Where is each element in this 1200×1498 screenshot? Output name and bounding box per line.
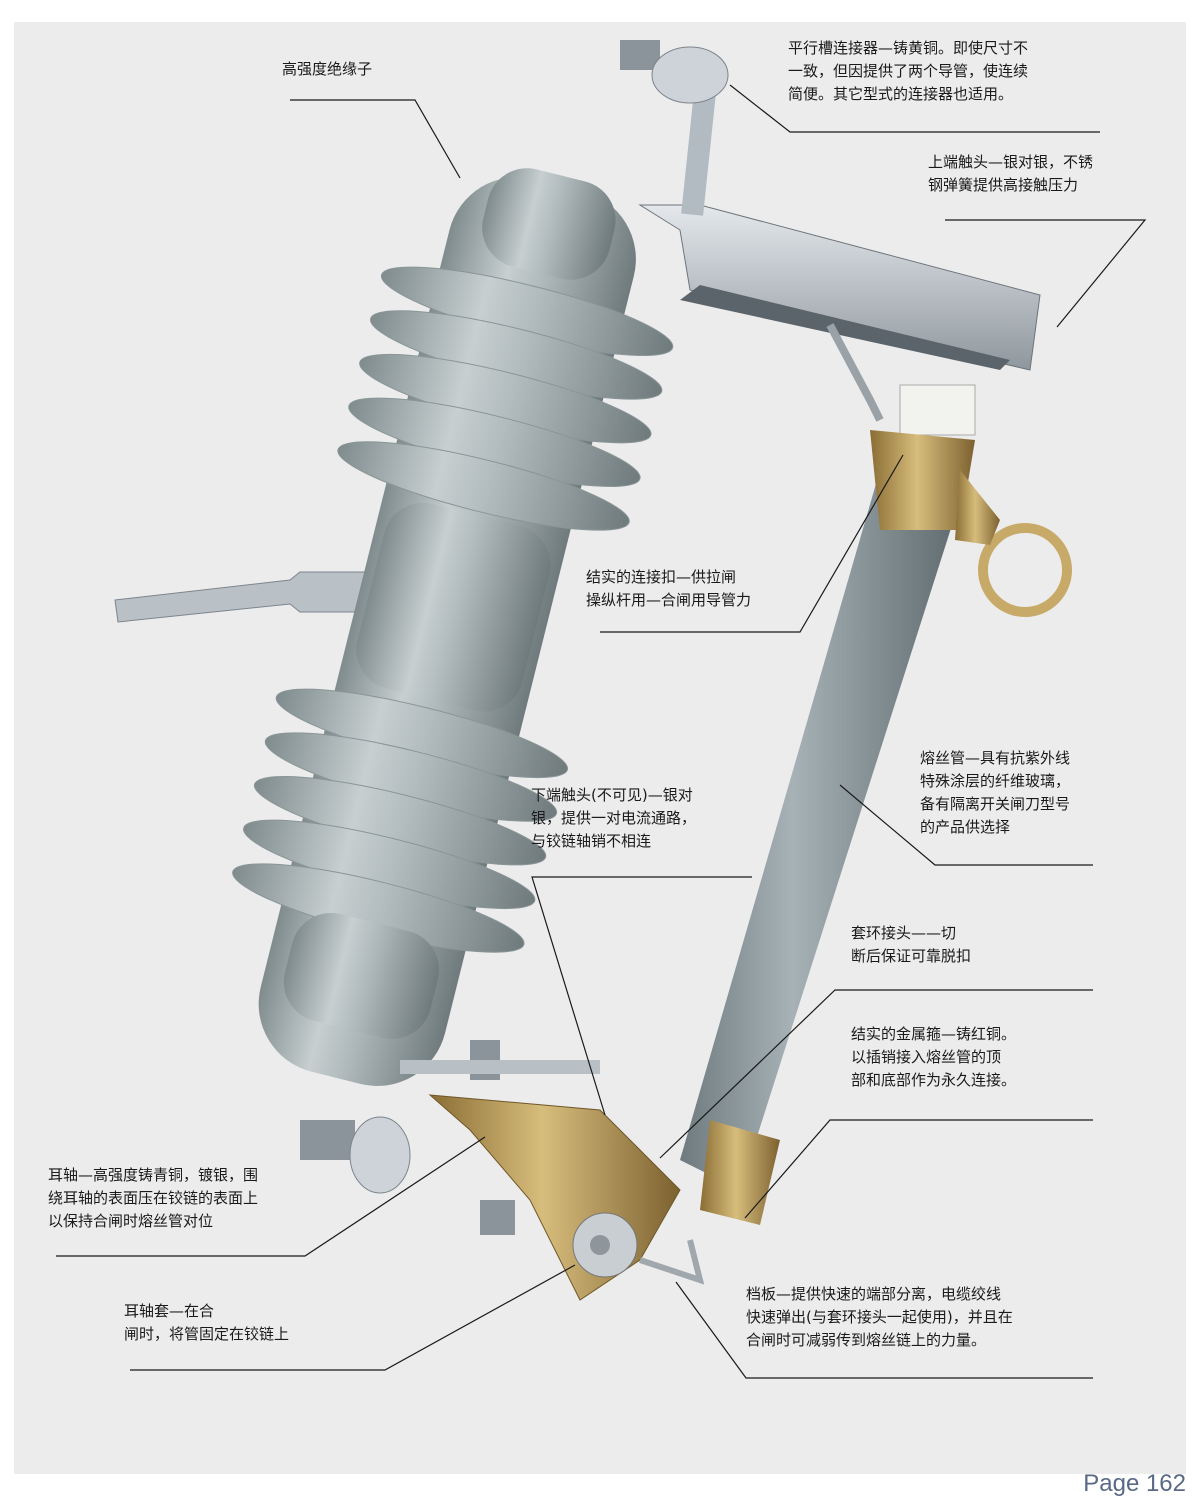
callout-flap: 档板—提供快速的端部分离，电缆绞线 快速弹出(与套环接头一起使用)，并且在 合闸… [746, 1283, 1013, 1352]
mounting-bracket [114, 571, 366, 623]
callout-insulator: 高强度绝缘子 [282, 58, 372, 81]
callout-line: 耳轴—高强度铸青铜，镀银，围 [48, 1166, 259, 1184]
callout-line: 耳轴套—在合 [124, 1302, 215, 1320]
page-number: Page 162 [1083, 1470, 1186, 1497]
callout-line: 平行槽连接器—铸黄铜。即使尺寸不 [788, 39, 1029, 57]
callout-line: 合闸时可减弱传到熔丝链上的力量。 [746, 1331, 987, 1349]
callout-lower-contact: 下端触头(不可见)—银对 银，提供一对电流通路， 与铰链轴销不相连 [531, 784, 696, 853]
callout-line: 下端触头(不可见)—银对 [531, 786, 693, 804]
callout-connector: 平行槽连接器—铸黄铜。即使尺寸不 一致，但因提供了两个导管，使连续 简便。其它型… [788, 37, 1028, 106]
callout-line: 简便。其它型式的连接器也适用。 [788, 85, 1014, 103]
pull-ring [955, 470, 1072, 617]
callout-line: 备有隔离开关闸刀型号 [920, 795, 1071, 813]
callout-line: 上端触头—银对银，不锈 [928, 153, 1094, 171]
callout-line: 的产品供选择 [920, 818, 1011, 836]
fuse-tube [680, 430, 975, 1225]
callout-line: 与铰链轴销不相连 [531, 832, 652, 850]
callout-line: 一致，但因提供了两个导管，使连续 [788, 62, 1029, 80]
callout-line: 部和底部作为永久连接。 [851, 1071, 1017, 1089]
callout-line: 快速弹出(与套环接头一起使用)，并且在 [746, 1308, 1013, 1326]
callout-pull-ring: 结实的连接扣—供拉闸 操纵杆用—合闸用导管力 [586, 566, 751, 612]
callout-ring-joint: 套环接头——切 断后保证可靠脱扣 [851, 922, 971, 968]
callout-line: 熔丝管—具有抗紫外线 [920, 749, 1071, 767]
callout-line: 银，提供一对电流通路， [531, 809, 697, 827]
lower-hinge [300, 1040, 705, 1301]
callout-line: 档板—提供快速的端部分离，电缆绞线 [746, 1285, 1002, 1303]
callout-line: 操纵杆用—合闸用导管力 [586, 591, 752, 609]
upper-contact-bracket [620, 40, 1041, 436]
callout-line: 绕耳轴的表面压在铰链的表面上 [48, 1189, 259, 1207]
callout-line: 套环接头——切 [851, 924, 957, 942]
callout-line: 结实的连接扣—供拉闸 [586, 568, 737, 586]
callout-metal-ferrule: 结实的金属箍—铸红铜。 以插销接入熔丝管的顶 部和底部作为永久连接。 [851, 1023, 1016, 1092]
fuse-cutout-photo [56, 40, 1147, 1379]
leader-lines [56, 84, 1147, 1379]
callout-line: 闸时，将管固定在铰链上 [124, 1325, 290, 1343]
callout-line: 结实的金属箍—铸红铜。 [851, 1025, 1017, 1043]
callout-trunnion: 耳轴—高强度铸青铜，镀银，围 绕耳轴的表面压在铰链的表面上 以保持合闸时熔丝管对… [48, 1164, 258, 1233]
callout-line: 以插销接入熔丝管的顶 [851, 1048, 1002, 1066]
callout-fuse-tube: 熔丝管—具有抗紫外线 特殊涂层的纤维玻璃， 备有隔离开关闸刀型号 的产品供选择 [920, 747, 1070, 839]
callout-trunnion-sleeve: 耳轴套—在合 闸时，将管固定在铰链上 [124, 1300, 289, 1346]
insulator [232, 168, 674, 1086]
callout-upper-contact: 上端触头—银对银，不锈 钢弹簧提供高接触压力 [928, 151, 1093, 197]
callout-line: 高强度绝缘子 [282, 60, 373, 78]
callout-line: 以保持合闸时熔丝管对位 [48, 1212, 214, 1230]
callout-line: 断后保证可靠脱扣 [851, 947, 972, 965]
callout-line: 特殊涂层的纤维玻璃， [920, 772, 1071, 790]
callout-line: 钢弹簧提供高接触压力 [928, 176, 1079, 194]
catalog-page: 高强度绝缘子 平行槽连接器—铸黄铜。即使尺寸不 一致，但因提供了两个导管，使连续… [14, 22, 1186, 1474]
